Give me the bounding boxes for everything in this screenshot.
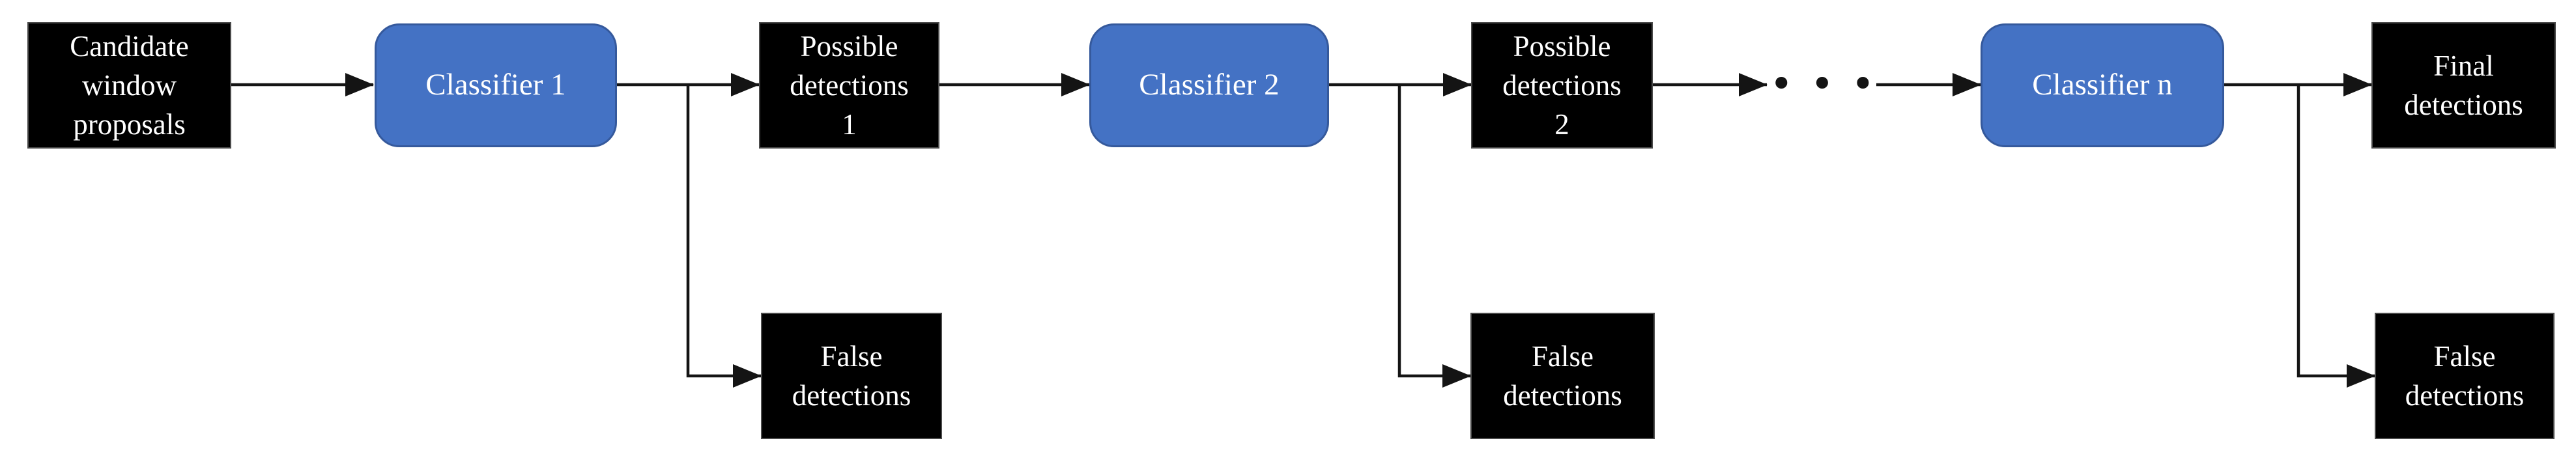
node-label: False detections bbox=[2405, 339, 2525, 412]
ellipsis-dots-icon: ••• bbox=[1769, 60, 1892, 107]
node-label: Classifier n bbox=[2032, 68, 2173, 102]
node-possible-detections-2: Possible detections 2 bbox=[1471, 22, 1653, 149]
node-final-detections: Final detections bbox=[2371, 22, 2556, 149]
node-label: Classifier 1 bbox=[425, 68, 566, 102]
node-false-detections-1: False detections bbox=[761, 313, 942, 439]
node-label: Possible detections 2 bbox=[1502, 29, 1622, 141]
node-label: Possible detections 1 bbox=[790, 29, 909, 141]
node-label: Final detections bbox=[2404, 49, 2523, 121]
node-label: Classifier 2 bbox=[1139, 68, 1280, 102]
node-label: False detections bbox=[792, 339, 911, 412]
arrow-classifier1-to-false1 bbox=[686, 85, 762, 388]
node-candidate-window-proposals: Candidate window proposals bbox=[27, 22, 231, 149]
node-possible-detections-1: Possible detections 1 bbox=[759, 22, 939, 149]
arrow-classifier2-to-false2 bbox=[1397, 85, 1471, 388]
arrow-classifiern-to-false3 bbox=[2297, 85, 2375, 388]
node-label: False detections bbox=[1503, 339, 1622, 412]
node-classifier-1: Classifier 1 bbox=[375, 23, 617, 147]
node-classifier-2: Classifier 2 bbox=[1089, 23, 1329, 147]
node-classifier-n: Classifier n bbox=[1981, 23, 2224, 147]
node-false-detections-2: False detections bbox=[1470, 313, 1655, 439]
node-false-detections-3: False detections bbox=[2375, 313, 2555, 439]
node-label: Candidate window proposals bbox=[70, 29, 189, 141]
